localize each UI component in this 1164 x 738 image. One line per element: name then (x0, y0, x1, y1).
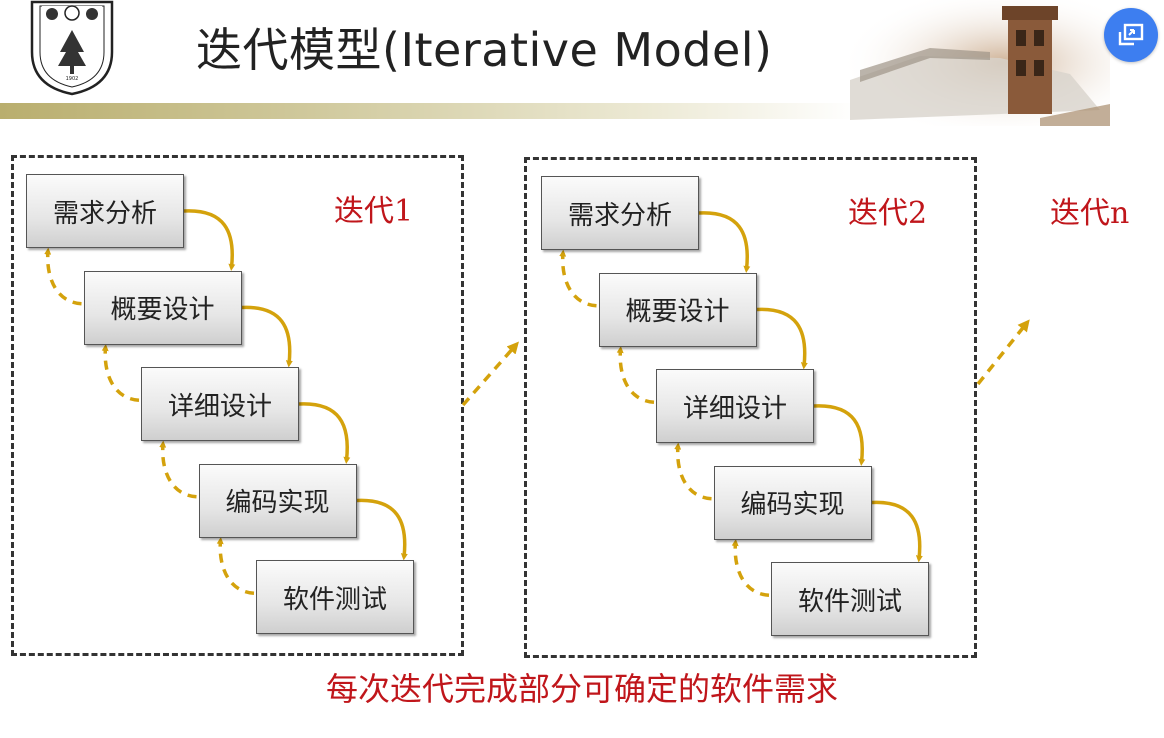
transition-arrow-2-to-n (976, 319, 1030, 386)
iteration-1-feedback-arrow-4 (216, 537, 255, 596)
iteration-2-label: 迭代2 (848, 196, 928, 231)
iteration-n-label: 迭代n (1050, 196, 1130, 231)
screen-share-button[interactable] (1104, 8, 1158, 62)
iteration-1-step-4: 编码实现 (198, 463, 357, 538)
iteration-2-step-5: 软件测试 (771, 562, 929, 636)
title-underline-bar (0, 103, 860, 119)
iteration-2-forward-arrow-4 (871, 500, 923, 563)
iteration-1-step-5: 软件测试 (256, 560, 414, 634)
university-logo: 1902 (30, 0, 114, 96)
iteration-1-forward-arrow-2 (241, 305, 293, 368)
diagram-caption: 每次迭代完成部分可确定的软件需求 (325, 670, 838, 708)
iteration-2-feedback-arrow-3 (674, 442, 712, 501)
iteration-2-forward-arrow-2 (756, 307, 808, 370)
iteration-1-step-3: 详细设计 (141, 367, 299, 441)
iteration-2-forward-arrow-3 (813, 404, 866, 466)
iteration-1-feedback-arrow-2 (101, 344, 140, 403)
iteration-1-step-1: 需求分析 (26, 174, 184, 248)
iteration-2-feedback-arrow-4 (731, 539, 770, 598)
iteration-1-label: 迭代1 (334, 194, 414, 229)
campus-building-image (840, 0, 1110, 126)
iteration-2-feedback-arrow-2 (616, 346, 655, 405)
iteration-2-step-2: 概要设计 (598, 272, 757, 347)
iteration-1-feedback-arrow-1 (44, 247, 82, 306)
iteration-1-forward-arrow-1 (183, 209, 236, 271)
iteration-1-step-2: 概要设计 (83, 270, 242, 345)
iteration-2-step-3: 详细设计 (656, 369, 814, 443)
iteration-2-step-4: 编码实现 (713, 465, 872, 540)
iteration-1-forward-arrow-4 (356, 498, 408, 561)
screen-share-icon (1118, 23, 1144, 46)
iteration-2-forward-arrow-1 (698, 211, 751, 273)
iteration-2-step-1: 需求分析 (541, 176, 699, 250)
transition-arrow-1-to-2 (461, 341, 519, 407)
iteration-1-forward-arrow-3 (298, 402, 351, 464)
svg-text:1902: 1902 (66, 76, 79, 82)
iteration-1-feedback-arrow-3 (159, 440, 197, 499)
iteration-2-feedback-arrow-1 (559, 249, 597, 308)
iteration-2-frame (524, 157, 977, 658)
iteration-1-frame (11, 155, 464, 656)
page-title: 迭代模型(Iterative Model) (196, 23, 773, 77)
